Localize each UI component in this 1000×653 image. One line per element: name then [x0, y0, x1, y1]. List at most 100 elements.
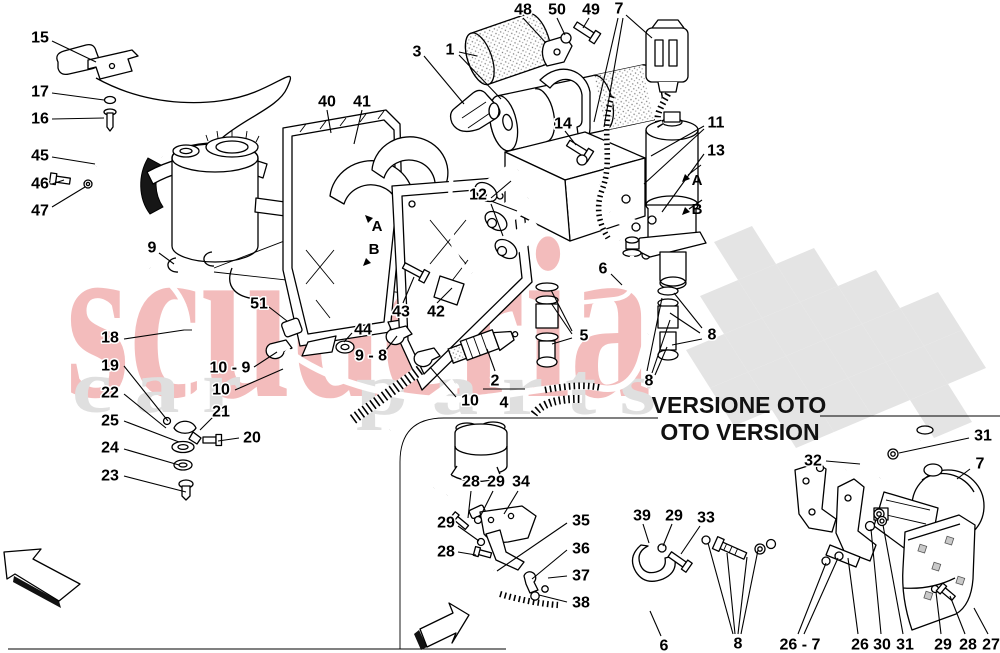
leader-line-45 — [51, 156, 96, 165]
callout-37: 37 — [572, 568, 590, 585]
leader-line-7 — [956, 468, 971, 480]
callout-2: 2 — [491, 373, 500, 390]
callout-25: 25 — [101, 413, 119, 430]
callout-28: 28 — [462, 474, 480, 491]
callout-45: 45 — [31, 148, 49, 165]
leader-line-9 - 8 — [385, 335, 398, 351]
leader-line-48 — [522, 17, 547, 44]
leader-line-18 — [123, 329, 185, 340]
flag-diamond — [772, 394, 834, 448]
hoses — [284, 333, 652, 435]
leader-line-38 — [538, 594, 568, 603]
callout-17: 17 — [31, 84, 49, 101]
power-steering-pump — [595, 19, 707, 290]
checkered-flag-backdrop — [686, 226, 986, 448]
leader-line-17 — [51, 92, 105, 101]
small-bracket-parts — [265, 262, 465, 368]
view-marker-A: A — [372, 218, 383, 235]
callout-8: 8 — [708, 327, 717, 344]
banjo-fitting-hose — [447, 89, 501, 275]
callout-7: 7 — [615, 1, 624, 18]
leader-line-11 — [650, 125, 705, 157]
leader-line-3 — [423, 55, 465, 105]
leader-line-9 — [158, 252, 175, 265]
callout-30: 30 — [873, 637, 891, 653]
leader-line-29 — [935, 591, 942, 635]
callout-4: 4 — [500, 395, 509, 412]
leader-line-33 — [680, 525, 701, 555]
leader-line-35 — [496, 522, 568, 572]
leader-line-46 — [51, 179, 65, 185]
callout-21: 21 — [212, 404, 230, 421]
leader-line-12 — [490, 203, 504, 237]
flag-diamond — [838, 270, 900, 324]
callout-6: 6 — [660, 638, 669, 653]
callout-33: 33 — [697, 510, 715, 527]
leader-line-28 — [457, 551, 477, 556]
flag-diamond — [738, 264, 800, 318]
leader-line-31 — [898, 437, 970, 454]
leader-line-10 — [429, 366, 457, 398]
leader-line-42 — [436, 287, 453, 304]
mounting-plate — [282, 109, 473, 357]
level-sensor-cable — [56, 43, 292, 139]
callout-29: 29 — [665, 508, 683, 525]
leader-line-44 — [343, 332, 353, 343]
inset-pump-assembly — [794, 448, 985, 631]
inset-reservoir — [429, 421, 508, 498]
leader-line-29 — [662, 523, 673, 547]
leader-line-27 — [973, 607, 989, 635]
callout-36: 36 — [572, 541, 590, 558]
callout-6: 6 — [599, 261, 608, 278]
flag-diamond — [762, 302, 824, 356]
leader-line-10 - 9 — [253, 351, 278, 368]
leader-line-7 — [593, 17, 619, 123]
flag-diamond — [686, 334, 748, 388]
callout-42: 42 — [427, 304, 445, 321]
inset-fastener-cluster — [701, 535, 777, 560]
view-marker-A: A — [692, 172, 703, 189]
leader-line-8 — [646, 297, 663, 372]
callout-32: 32 — [804, 453, 822, 470]
watermark-word-car: c a r — [72, 347, 242, 429]
version-caption-en: OTO VERSION — [660, 419, 819, 445]
leader-line-26 - 7 — [797, 562, 827, 635]
leader-line-8 — [707, 542, 734, 635]
leader-line-40 — [326, 109, 332, 134]
callout-10: 10 — [212, 382, 230, 399]
callout-8: 8 — [645, 373, 654, 390]
leader-line-23 — [123, 475, 187, 493]
leader-line-36 — [531, 549, 568, 580]
callout-1: 1 — [446, 42, 455, 59]
callout-24: 24 — [101, 440, 119, 457]
leader-line-16 — [51, 117, 105, 120]
electrical-connector — [645, 27, 689, 83]
callout-41: 41 — [353, 94, 371, 111]
version-caption-it: VERSIONE OTO — [652, 392, 827, 418]
view-marker-line — [688, 199, 703, 210]
flag-diamond — [924, 330, 986, 384]
leader-line-34 — [503, 490, 519, 515]
callout-38: 38 — [572, 595, 590, 612]
leader-line-6 — [649, 610, 662, 637]
leader-line-8 — [654, 346, 668, 376]
leader-line-7 — [603, 17, 624, 128]
leader-line-39 — [642, 523, 650, 544]
leader-line-29 — [457, 525, 480, 542]
flag-diamond — [848, 362, 910, 416]
leader-line-49 — [582, 17, 590, 29]
leader-line-8 — [671, 338, 703, 346]
leader-line-6 — [610, 273, 623, 286]
leader-line-30 — [870, 528, 882, 635]
leader-line-5 — [550, 302, 573, 335]
leader-line-31 — [882, 524, 904, 635]
callout-44: 44 — [354, 322, 372, 339]
leader-line-14 — [564, 130, 577, 146]
flag-diamond — [700, 280, 762, 334]
leader-line-26 - 7 — [803, 557, 839, 635]
callout-48: 48 — [514, 2, 532, 19]
inset-border-left — [399, 417, 658, 649]
leader-line-5 — [550, 289, 573, 332]
view-marker-line — [687, 164, 702, 176]
callout-50: 50 — [548, 2, 566, 19]
